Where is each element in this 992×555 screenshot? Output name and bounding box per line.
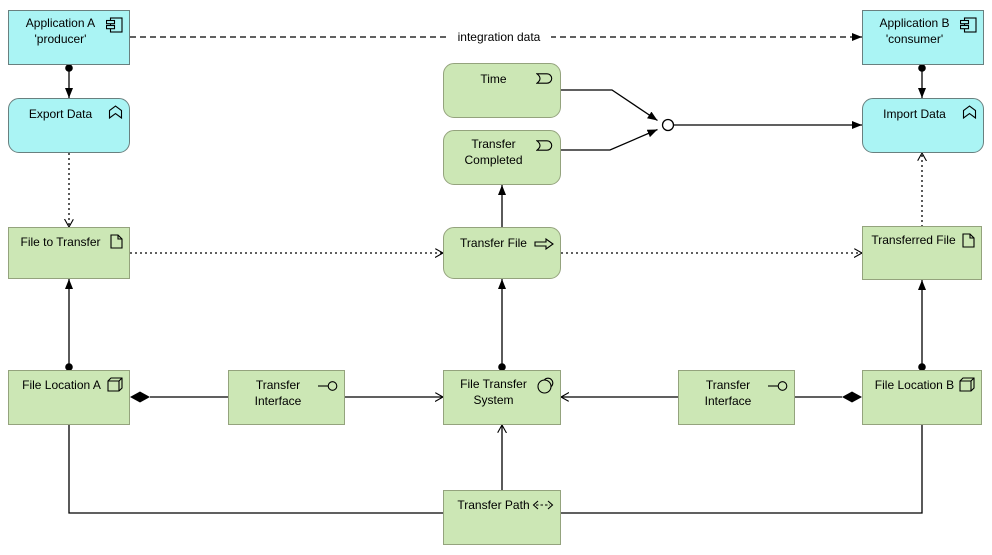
assignment-ball [498, 363, 506, 371]
node-label: Transfer Completed [464, 137, 523, 167]
node-time[interactable]: Time [443, 63, 561, 118]
component-icon [960, 17, 977, 33]
node-label: File Transfer System [460, 377, 527, 407]
association-filelocationb-transferpath[interactable] [561, 425, 923, 514]
function-icon [962, 105, 977, 119]
node-label: Application A 'producer' [25, 16, 96, 46]
node-transfer-file[interactable]: Transfer File [443, 227, 561, 279]
node-icon [959, 377, 975, 392]
triggering-transfercompleted-junction[interactable] [561, 128, 658, 151]
node-transfer-path[interactable]: Transfer Path [443, 490, 561, 545]
node-label: Transfer Path [457, 498, 530, 512]
triggering-time-junction[interactable] [561, 89, 658, 122]
node-transfer-interface-right[interactable]: Transfer Interface [678, 370, 795, 425]
node-file-location-b[interactable]: File Location B [862, 370, 982, 425]
interface-icon [318, 381, 338, 391]
event-icon [536, 140, 553, 151]
event-icon [536, 73, 553, 84]
node-import-data[interactable]: Import Data [862, 98, 984, 153]
node-file-transfer-system[interactable]: File Transfer System [443, 370, 561, 425]
node-label: Import Data [883, 107, 946, 121]
artifact-icon [110, 234, 123, 249]
node-label: Transfer Interface [704, 378, 752, 408]
node-label: Time [480, 72, 507, 86]
node-label: File to Transfer [20, 235, 101, 249]
node-label: Export Data [28, 107, 93, 121]
or-junction[interactable] [661, 118, 675, 132]
function-icon [108, 105, 123, 119]
node-transfer-completed[interactable]: Transfer Completed [443, 130, 561, 185]
system-software-icon [537, 377, 554, 394]
node-label: File Location A [22, 378, 101, 392]
assignment-ball [65, 64, 73, 72]
node-transferred-file[interactable]: Transferred File [862, 226, 982, 280]
node-label: Transferred File [871, 233, 956, 247]
node-application-a[interactable]: Application A 'producer' [8, 10, 130, 65]
path-icon [532, 500, 554, 510]
interface-icon [768, 381, 788, 391]
node-export-data[interactable]: Export Data [8, 98, 130, 153]
composition-diamond [842, 391, 862, 403]
node-icon [107, 377, 123, 392]
node-file-to-transfer[interactable]: File to Transfer [8, 227, 130, 279]
node-label: Transfer File [460, 236, 527, 250]
artifact-icon [962, 233, 975, 248]
node-label: Transfer Interface [254, 378, 302, 408]
assignment-ball [65, 363, 73, 371]
association-filelocationa-transferpath[interactable] [68, 425, 443, 514]
assignment-ball [918, 363, 926, 371]
node-application-b[interactable]: Application B 'consumer' [862, 10, 984, 65]
assignment-ball [918, 64, 926, 72]
component-icon [106, 17, 123, 33]
composition-diamond [130, 391, 150, 403]
node-label: File Location B [874, 378, 955, 392]
node-label: Application B 'consumer' [879, 16, 950, 46]
node-file-location-a[interactable]: File Location A [8, 370, 130, 425]
process-icon [534, 238, 554, 250]
node-transfer-interface-left[interactable]: Transfer Interface [228, 370, 345, 425]
flow-label[interactable]: integration data [447, 30, 551, 44]
